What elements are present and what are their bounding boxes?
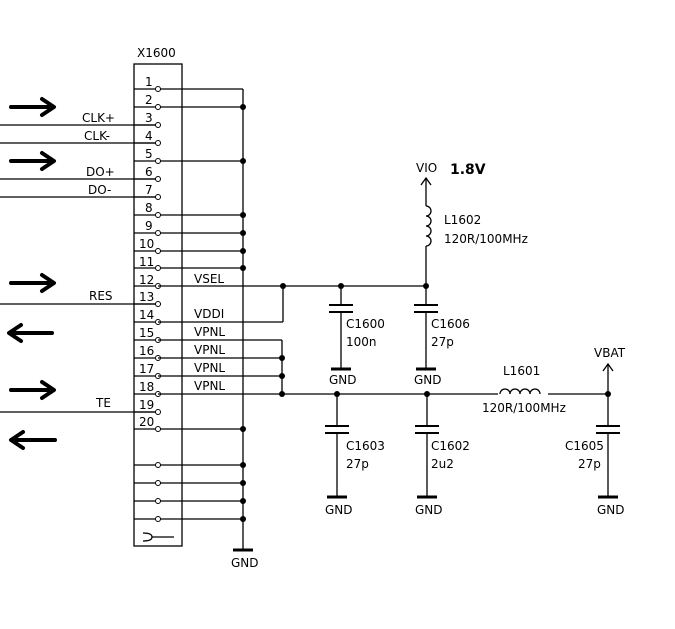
c1602-value: 2u2 — [431, 457, 454, 471]
pin-label-vddi: VDDI — [194, 307, 224, 321]
signal-label-clk-n: CLK- — [84, 129, 110, 143]
vpnl-net — [158, 339, 611, 397]
connector-ref: X1600 — [137, 46, 176, 60]
capacitor-c1600 — [329, 286, 353, 371]
pin-number: 18 — [139, 380, 154, 394]
c1600-value: 100n — [346, 335, 377, 349]
arrow-left-icon — [7, 323, 54, 343]
pin-label-vpnl: VPNL — [194, 325, 225, 339]
c1602-ref: C1602 — [431, 439, 470, 453]
vbat-label: VBAT — [594, 346, 626, 360]
external-signal-lines — [0, 124, 158, 413]
vio-label: VIO — [416, 161, 437, 175]
pin-number: 17 — [139, 362, 154, 376]
gnd-label-c1602: GND — [415, 503, 443, 517]
inductor-l1601 — [498, 388, 548, 400]
arrow-right-icon — [9, 97, 56, 117]
pin-number: 13 — [139, 290, 154, 304]
inductor-l1602 — [425, 205, 432, 286]
signal-label-do-n: DO- — [88, 183, 111, 197]
vio-supply-symbol — [420, 176, 432, 206]
pin-label-vsel: VSEL — [194, 272, 224, 286]
gnd-label-connector: GND — [231, 556, 259, 570]
arrow-left-icon — [9, 430, 57, 450]
pin-number: 19 — [139, 398, 154, 412]
pin-number: 1 — [145, 75, 153, 89]
l1601-ref: L1601 — [503, 364, 540, 378]
c1603-value: 27p — [346, 457, 369, 471]
pin-number: 8 — [145, 201, 153, 215]
vio-voltage-label: 1.8V — [450, 162, 486, 178]
signal-label-res: RES — [89, 289, 113, 303]
c1605-ref: C1605 — [565, 439, 604, 453]
gnd-label-c1603: GND — [325, 503, 353, 517]
pin-number: 2 — [145, 93, 153, 107]
connector-ground-bus — [158, 88, 253, 552]
pin-number: 15 — [139, 326, 154, 340]
pin-number: 9 — [145, 219, 153, 233]
pin-number: 6 — [145, 165, 153, 179]
c1603-ref: C1603 — [346, 439, 385, 453]
pin-number: 12 — [139, 273, 154, 287]
arrow-right-icon — [9, 151, 56, 171]
pin-number: 7 — [145, 183, 153, 197]
pin-number: 5 — [145, 147, 153, 161]
pin-number: 10 — [139, 237, 154, 251]
shield-contact-icon — [142, 532, 153, 542]
signal-label-clk-p: CLK+ — [82, 111, 115, 125]
arrow-right-icon — [9, 380, 56, 400]
pin-number: 11 — [139, 255, 154, 269]
pin-number: 4 — [145, 129, 153, 143]
capacitor-c1605 — [596, 394, 620, 499]
l1601-value: 120R/100MHz — [482, 401, 566, 415]
gnd-label-c1600: GND — [329, 373, 357, 387]
pin-number: 16 — [139, 344, 154, 358]
c1606-ref: C1606 — [431, 317, 470, 331]
c1605-value: 27p — [578, 457, 601, 471]
pin-label-vpnl: VPNL — [194, 361, 225, 375]
signal-arrows — [7, 97, 57, 450]
pin-terminals — [155, 86, 161, 522]
c1606-value: 27p — [431, 335, 454, 349]
capacitor-c1602 — [415, 394, 439, 499]
l1602-value: 120R/100MHz — [444, 232, 528, 246]
pin-label-vpnl: VPNL — [194, 343, 225, 357]
arrow-right-icon — [9, 273, 56, 293]
pin-number: 3 — [145, 111, 153, 125]
signal-label-do-p: DO+ — [86, 165, 115, 179]
connector-body — [133, 63, 183, 547]
pin-numbers: 1 2 3 4 5 6 7 8 9 10 11 12 13 14 15 16 1… — [139, 75, 154, 429]
signal-label-te: TE — [95, 396, 111, 410]
pin-number: 14 — [139, 308, 154, 322]
l1602-ref: L1602 — [444, 213, 481, 227]
c1600-ref: C1600 — [346, 317, 385, 331]
pin-number: 20 — [139, 415, 154, 429]
capacitor-c1603 — [325, 394, 349, 499]
gnd-label-c1606: GND — [414, 373, 442, 387]
pin-label-vpnl: VPNL — [194, 379, 225, 393]
gnd-label-c1605: GND — [597, 503, 625, 517]
capacitor-c1606 — [414, 286, 438, 371]
vio-net — [158, 283, 429, 323]
vbat-supply-symbol — [602, 362, 614, 394]
